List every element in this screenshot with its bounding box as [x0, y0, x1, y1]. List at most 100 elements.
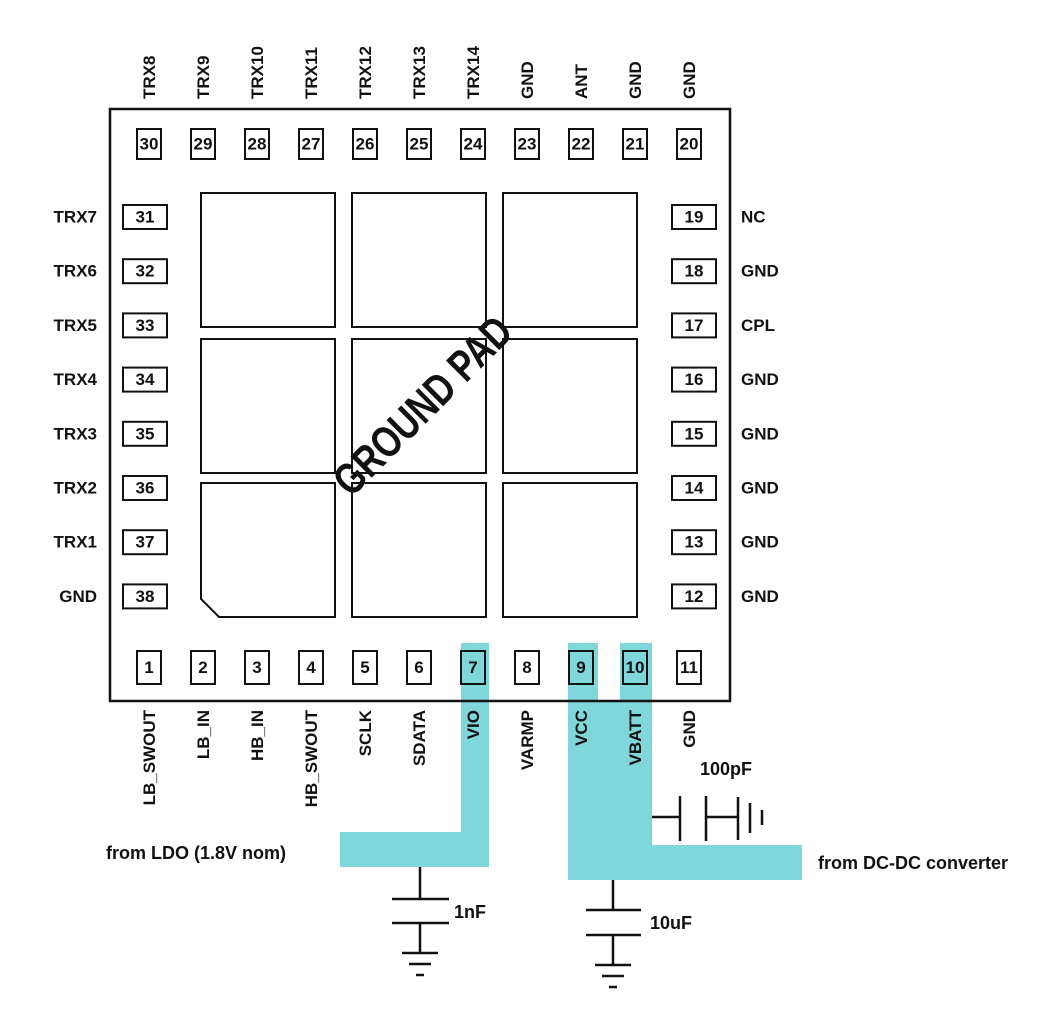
- pin-box: [568, 128, 594, 160]
- pin-label: CPL: [741, 316, 775, 335]
- pin-number: 24: [464, 134, 483, 153]
- pin-box: [460, 128, 486, 160]
- pin-box: [122, 420, 168, 447]
- pin-box: [514, 128, 540, 160]
- ground-pad-cell: [502, 482, 638, 618]
- pin-label: TRX10: [248, 46, 267, 99]
- pin-label: GND: [741, 370, 779, 389]
- pin-number: 18: [685, 262, 704, 281]
- pin-box: [298, 128, 324, 160]
- ldo-source-label: from LDO (1.8V nom): [106, 843, 286, 863]
- pin-number: 15: [685, 424, 704, 443]
- pin-label: TRX2: [54, 478, 97, 497]
- pin-box: [298, 650, 324, 685]
- pin-number: 1: [144, 658, 153, 677]
- ground-pad-cell: [502, 192, 638, 328]
- pin-22: 22 ANT: [568, 63, 594, 160]
- pin-box: [676, 128, 702, 160]
- pin-box: [622, 128, 648, 160]
- pin-box: [122, 312, 168, 339]
- pin-number: 7: [468, 658, 477, 677]
- pin-number: 27: [302, 134, 321, 153]
- ground-symbol-icon: [402, 951, 438, 977]
- pin-box: [671, 204, 717, 230]
- pin-number: 31: [136, 207, 155, 226]
- dcdc-source-label: from DC-DC converter: [818, 853, 1008, 873]
- pin-label: SCLK: [356, 709, 375, 756]
- pin-label: TRX4: [54, 370, 98, 389]
- ground-pad: GROUND PAD: [200, 192, 638, 618]
- vio-trace-horizontal: [340, 832, 489, 867]
- pin-label: TRX13: [410, 46, 429, 99]
- pin-number: 8: [522, 658, 531, 677]
- pin-number: 37: [136, 533, 155, 552]
- cap-10uf-label: 10uF: [650, 913, 692, 933]
- package-outline: [108, 107, 732, 703]
- power-trace-bridge: [598, 700, 620, 880]
- pin-box: [244, 650, 270, 685]
- pin-box: [244, 128, 270, 160]
- cap-1nf-label: 1nF: [454, 902, 486, 922]
- pin-box: [352, 650, 378, 685]
- pin-number: 14: [685, 478, 704, 497]
- pin-label: ANT: [572, 63, 591, 99]
- pin-number: 35: [136, 424, 155, 443]
- pin-box: [136, 650, 162, 685]
- pin-label: GND: [741, 478, 779, 497]
- pin-number: 21: [626, 134, 645, 153]
- pin-number: 11: [680, 658, 698, 677]
- pin-label: TRX12: [356, 46, 375, 99]
- pin-number: 22: [572, 134, 591, 153]
- pin-number: 28: [248, 134, 267, 153]
- ground-symbol-icon: [736, 797, 764, 840]
- pins: 1LB_SWOUT2LB_IN3HB_IN4HB_SWOUT5SCLK6SDAT…: [54, 46, 779, 808]
- pin-1: 1LB_SWOUT: [136, 650, 162, 805]
- pin-35: 35 TRX3: [54, 420, 168, 447]
- pin-box: [676, 650, 702, 685]
- pin-number: 19: [685, 207, 704, 226]
- pin-box: [622, 650, 648, 685]
- pin-label: VBATT: [626, 709, 645, 765]
- external-components: 1nF 10uF 100pF from LDO (1.8V nom) from …: [106, 759, 1008, 989]
- pin-box: [671, 475, 717, 501]
- pin-number: 20: [680, 134, 699, 153]
- ground-pad-cell: [351, 482, 487, 618]
- pin-box: [406, 650, 432, 685]
- pin-number: 6: [414, 658, 423, 677]
- pin-number: 13: [685, 533, 704, 552]
- pin-box: [122, 583, 168, 610]
- pin-label: GND: [59, 587, 97, 606]
- pin-label: VIO: [464, 710, 483, 739]
- pin-label: TRX3: [54, 424, 97, 443]
- pin-label: TRX1: [54, 533, 97, 552]
- cap-100pf-label: 100pF: [700, 759, 752, 779]
- pin-number: 32: [136, 262, 155, 281]
- ground-symbol-icon: [595, 963, 631, 989]
- pin-box: [190, 128, 216, 160]
- pin-box: [568, 650, 594, 685]
- ground-pad-cell: [502, 338, 638, 474]
- pin-box: [671, 258, 717, 285]
- pin-number: 9: [576, 658, 585, 677]
- pin-4: 4HB_SWOUT: [298, 650, 324, 807]
- pin-label: GND: [680, 710, 699, 748]
- ground-pad-cell: [200, 192, 336, 328]
- pin-28: 28 TRX10: [244, 46, 270, 160]
